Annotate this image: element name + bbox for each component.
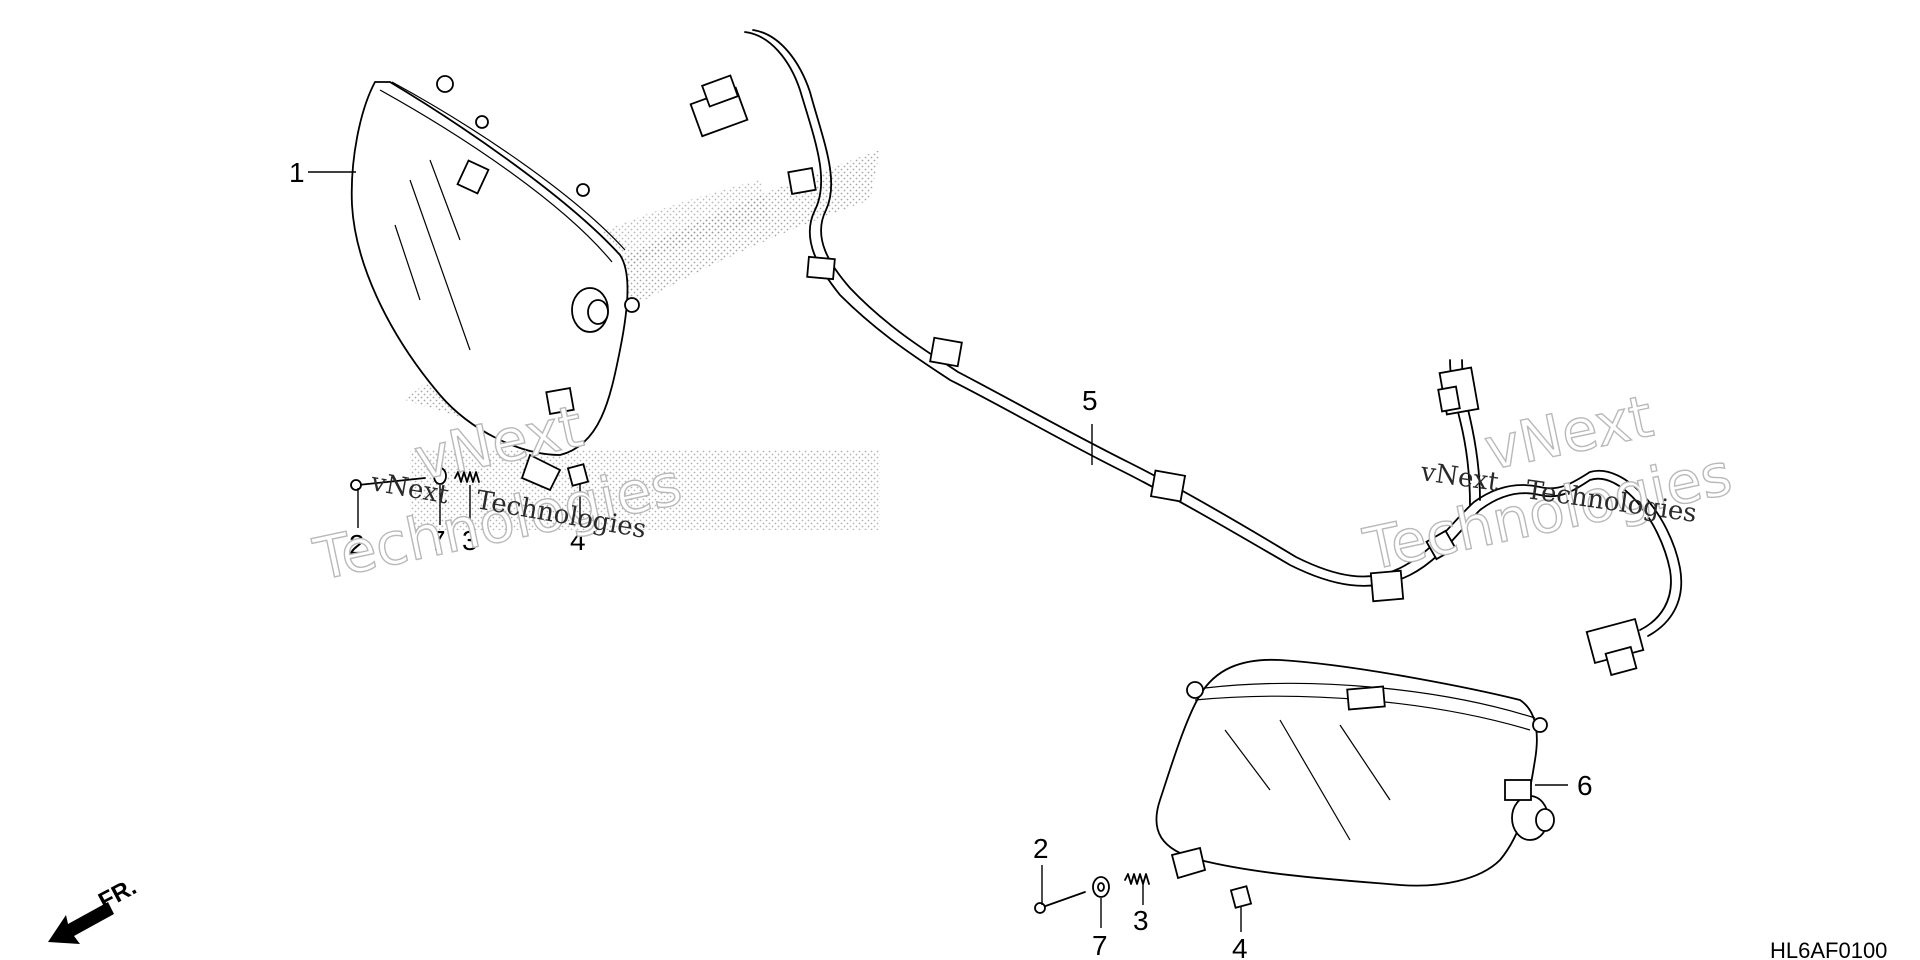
callout-labels: 1 2 7 3 4 5 6 2 7 3 4: [289, 157, 1593, 960]
callout-6: 6: [1577, 770, 1593, 801]
callout-5: 5: [1082, 385, 1098, 416]
clip-nut-left[interactable]: [566, 463, 590, 487]
callout-2-left: 2: [349, 529, 365, 560]
callout-7-right: 7: [1092, 930, 1108, 960]
spring-right[interactable]: [1124, 873, 1150, 885]
callout-2-right: 2: [1033, 833, 1049, 864]
front-direction-indicator: FR.: [48, 873, 141, 944]
clip-nut-right[interactable]: [1229, 885, 1253, 909]
callout-4-left: 4: [570, 525, 586, 556]
callout-3-right: 3: [1133, 905, 1149, 936]
front-arrow-icon: [48, 902, 114, 944]
spring-left[interactable]: [454, 471, 480, 483]
callout-4-right: 4: [1232, 933, 1248, 960]
callout-7-left: 7: [430, 525, 446, 556]
watermark-left: vNext Technologies vNext Technologies: [307, 391, 688, 594]
watermark-right: vNext Technologies vNext Technologies: [1357, 381, 1738, 584]
callout-1: 1: [289, 157, 305, 188]
screw-left[interactable]: [350, 477, 426, 491]
headlight-left[interactable]: [350, 75, 640, 492]
headlight-right[interactable]: [1155, 658, 1555, 887]
diagram-code: HL6AF0100: [1770, 938, 1887, 960]
washer-left[interactable]: [433, 467, 447, 485]
washer-right[interactable]: [1092, 876, 1110, 898]
leader-lines: [308, 171, 1568, 932]
screw-right[interactable]: [1034, 891, 1086, 914]
wire-harness[interactable]: [689, 29, 1683, 677]
callout-3-left: 3: [462, 525, 478, 556]
